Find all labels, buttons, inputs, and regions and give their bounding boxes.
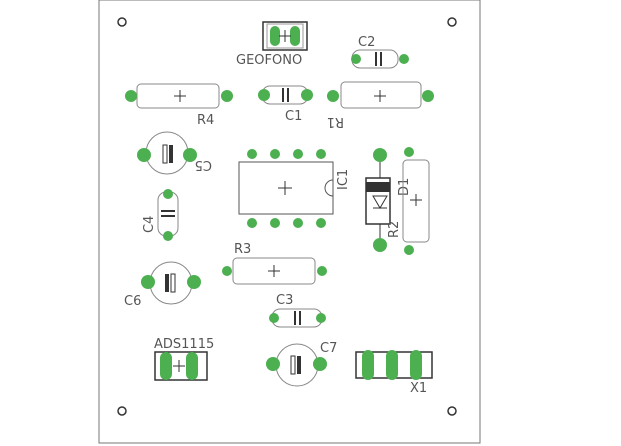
resistor-r3 [222,257,327,285]
label-r1: R1 [327,114,344,129]
label-geofono: GEOFONO [236,53,302,68]
label-c4: C4 [142,216,157,233]
label-x1: X1 [410,381,427,396]
label-c7: C7 [320,341,337,356]
geofono-connector [262,21,308,51]
capacitor-c5 [137,131,197,175]
x1-connector [355,350,433,380]
resistor-r1 [327,81,434,109]
label-c3: C3 [276,293,293,308]
label-ads1115: ADS1115 [154,337,214,352]
mounting-holes [117,17,457,416]
diode-d1 [365,148,391,252]
label-d1: D1 [397,178,412,196]
ic-ic1 [238,149,334,228]
label-c2: C2 [358,35,375,50]
label-c5: C5 [195,157,212,172]
label-c6: C6 [124,294,141,309]
resistor-r4 [125,83,233,109]
label-ic1: IC1 [336,169,351,190]
label-r2: R2 [387,221,402,238]
ads1115-connector [154,351,208,381]
capacitor-c3 [269,308,326,328]
capacitor-c6 [141,261,201,305]
label-r3: R3 [234,242,251,257]
capacitor-c2 [351,49,409,69]
capacitor-c7 [266,343,327,387]
capacitor-c1 [258,85,313,105]
label-c1: C1 [285,109,302,124]
capacitor-c4 [157,189,179,241]
resistor-r2 [402,147,430,255]
label-r4: R4 [197,113,214,128]
